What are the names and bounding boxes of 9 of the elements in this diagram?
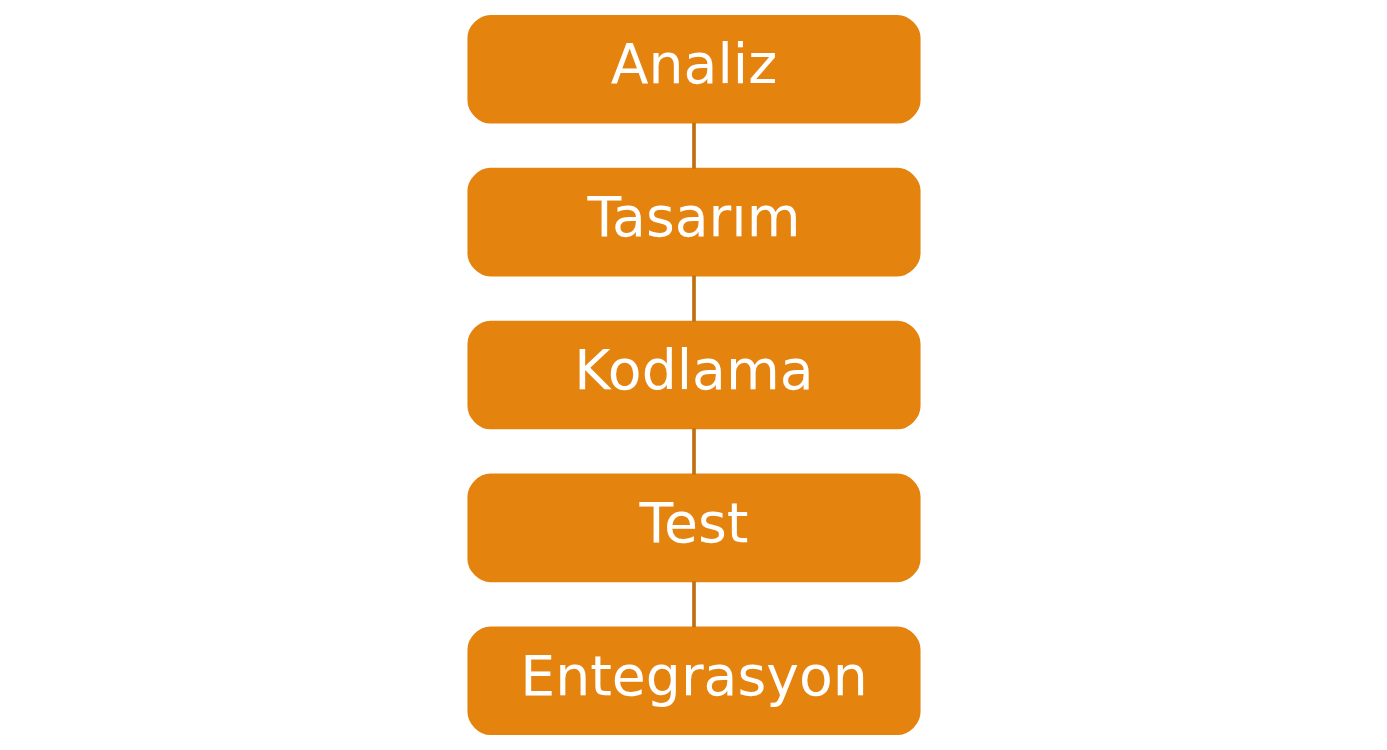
node-box: Entegrasyon [466, 626, 921, 736]
connector [691, 581, 696, 628]
connector [691, 122, 696, 169]
node-box: Kodlama [466, 320, 921, 430]
node-box: Test [466, 473, 921, 583]
connector [691, 275, 696, 322]
node-box: Tasarım [466, 167, 921, 277]
node-box: Analiz [466, 14, 921, 124]
connector [691, 428, 696, 475]
